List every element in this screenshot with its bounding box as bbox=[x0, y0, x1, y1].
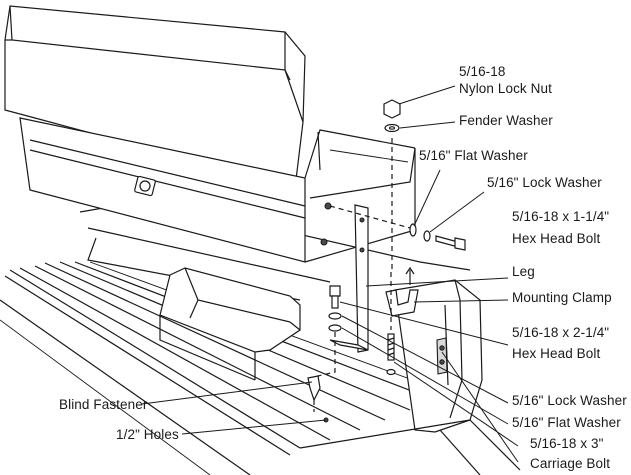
blind-fastener-icon bbox=[307, 375, 321, 402]
truck-bed bbox=[0, 199, 521, 475]
mounting-clamp-label: Mounting Clamp bbox=[512, 290, 612, 305]
leader-lines bbox=[141, 85, 519, 463]
fender-washer-label: Fender Washer bbox=[459, 113, 553, 128]
lower-hardware bbox=[307, 272, 396, 423]
mounting-clamp-icon bbox=[385, 289, 419, 317]
leg-label: Leg bbox=[512, 264, 535, 279]
mounting-clamp bbox=[385, 266, 419, 317]
hex-bolt-short-label: Hex Head Bolt bbox=[512, 231, 601, 246]
hex-bolt-short-size-label: 5/16-18 x 1-1/4" bbox=[512, 209, 610, 224]
hex-bolt-long-label: Hex Head Bolt bbox=[512, 346, 601, 361]
top-hardware bbox=[383, 99, 401, 270]
flat-washer-bottom-label: 5/16" Flat Washer bbox=[512, 415, 621, 430]
carriage-bolt-size-label: 5/16-18 x 3" bbox=[530, 436, 604, 451]
lock-washer-bottom-label: 5/16" Lock Washer bbox=[512, 393, 627, 408]
lock-washer-icon bbox=[423, 230, 431, 242]
nylon-lock-nut-label: Nylon Lock Nut bbox=[459, 81, 552, 96]
flat-washer-top-label: 5/16" Flat Washer bbox=[419, 148, 528, 163]
carriage-bolt-label: Carriage Bolt bbox=[530, 456, 611, 471]
lock-washer-top-label: 5/16" Lock Washer bbox=[487, 175, 602, 190]
flat-washer-icon bbox=[409, 223, 417, 237]
carriage-bolt-icon bbox=[387, 333, 395, 361]
side-hardware bbox=[329, 205, 466, 251]
nylon-lock-nut-size-label: 5/16-18 bbox=[459, 64, 506, 79]
leg-bracket bbox=[329, 204, 369, 353]
blind-fastener-label: Blind Fastener bbox=[59, 397, 148, 412]
nylon-lock-nut-icon bbox=[383, 99, 401, 119]
tool-box bbox=[4, 5, 416, 263]
fender-washer-icon bbox=[384, 123, 400, 133]
latch-icon bbox=[134, 175, 156, 197]
hex-bolt-long-size-label: 5/16-18 x 2-1/4" bbox=[512, 325, 610, 340]
holes-label: 1/2" Holes bbox=[116, 427, 179, 442]
